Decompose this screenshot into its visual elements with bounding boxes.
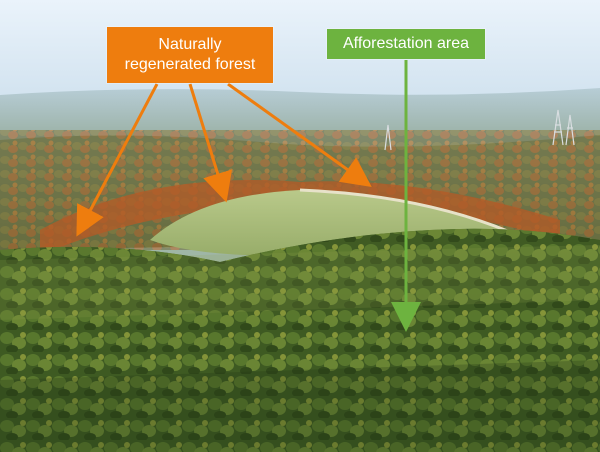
naturally-regenerated-forest-label: Naturally regenerated forest	[107, 27, 273, 83]
callout-line-1: Naturally	[158, 36, 222, 54]
afforestation-area-label: Afforestation area	[327, 29, 485, 59]
callout-text: Afforestation area	[342, 35, 469, 53]
callout-line-2: regenerated forest	[124, 56, 256, 73]
